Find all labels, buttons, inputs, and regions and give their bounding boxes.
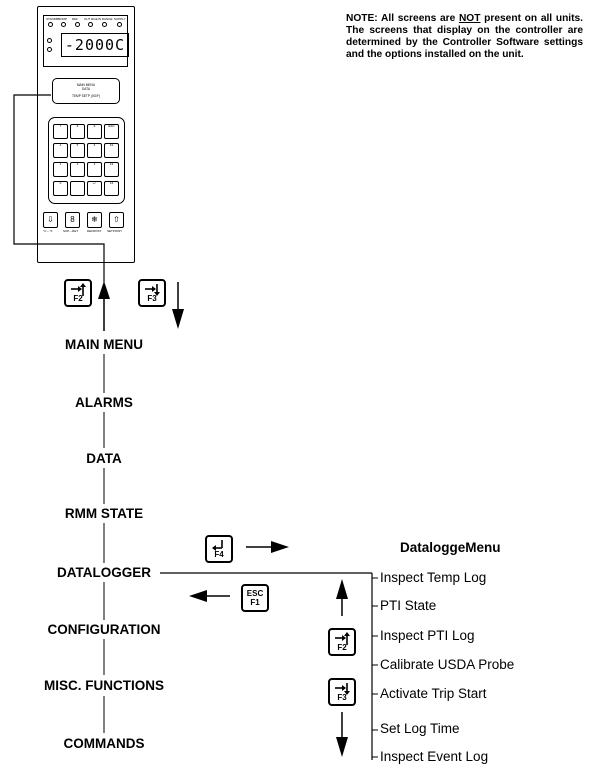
keypad-key[interactable]: 7 (53, 124, 68, 139)
controller-panel: STANDBY COMP DEF OUT RGE IN RANGE SUPPLY… (37, 6, 135, 263)
f2-key-icon[interactable]: F2 (64, 279, 92, 307)
indicator-led (88, 22, 93, 27)
indicator-led (47, 47, 52, 52)
indicator-label: SUPPLY (114, 17, 126, 21)
keypad: 7 8 9 ESC 4 5 6 F2 1 2 3 F3 0 . +/- F4 (48, 117, 125, 204)
f3-key-label: F3 (147, 294, 157, 303)
list-down-arrow-head (336, 737, 348, 757)
up-arrow-head (98, 281, 110, 299)
indicator-led (48, 22, 53, 27)
controller-status-box: STANDBY COMP DEF OUT RGE IN RANGE SUPPLY… (43, 15, 129, 67)
menu-item-configuration[interactable]: CONFIGURATION (47, 622, 161, 637)
indicator-led (75, 22, 80, 27)
indicator-label: OUT RGE (84, 17, 98, 21)
function-key-label: °C↔°F (43, 229, 53, 233)
f4-key-icon[interactable]: F4 (205, 535, 233, 563)
esc-key-icon[interactable]: ESC F1 (241, 584, 269, 612)
keypad-key[interactable]: 4 (53, 143, 68, 158)
keypad-key[interactable]: 2 (70, 162, 85, 177)
esc-key-label: ESC (246, 589, 264, 598)
display-line: TEMP SETP (0G/F) (71, 94, 101, 98)
keypad-key[interactable]: 9 (87, 124, 102, 139)
menu-item-data[interactable]: DATA (86, 451, 122, 466)
f2-key-label: F2 (337, 643, 347, 652)
down-arrow-head (172, 309, 184, 329)
keypad-key[interactable]: 3 (87, 162, 102, 177)
temp-units-key[interactable]: ⇩ (43, 212, 58, 228)
datalogger-item[interactable]: Set Log Time (380, 721, 460, 736)
datalogger-item[interactable]: Calibrate USDA Probe (380, 657, 515, 672)
function-key-label: SUP↔RET (63, 229, 79, 233)
esc-key-sublabel: F1 (250, 598, 260, 607)
indicator-label: STANDBY (46, 17, 60, 21)
menu-item-rmm-state[interactable]: RMM STATE (64, 506, 144, 521)
datalogger-item[interactable]: PTI State (380, 598, 437, 613)
temperature-lcd: -2000C (61, 33, 129, 57)
f3-key-icon[interactable]: F3 (138, 279, 166, 307)
keypad-key[interactable]: 8 (70, 124, 85, 139)
keypad-key[interactable]: 5 (70, 143, 85, 158)
left-arrow-head (189, 590, 207, 602)
setpoint-key[interactable]: ⇧ (109, 212, 124, 228)
note-text: NOTE: All screens are NOT present on all… (346, 13, 583, 61)
list-up-arrow-head (336, 579, 348, 599)
f3-key-label: F3 (337, 693, 347, 702)
note-prefix: NOTE: All screens are (346, 13, 459, 24)
datalogger-item[interactable]: Inspect Temp Log (380, 570, 487, 585)
f4-key-label: F4 (214, 550, 224, 559)
note-suffix: present on all units. The screens that d… (346, 13, 584, 61)
keypad-key[interactable]: F2 (104, 143, 119, 158)
keypad-key[interactable]: 0 (53, 181, 68, 196)
menu-item-main-menu[interactable]: MAIN MENU (65, 337, 143, 352)
datalogger-item[interactable]: Inspect Event Log (380, 749, 489, 764)
menu-item-commands[interactable]: COMMANDS (63, 736, 145, 751)
display-line: DATA (81, 87, 91, 91)
display-connector-line (13, 94, 105, 282)
defrost-key[interactable]: ❄ (87, 212, 102, 228)
indicator-label: COMP (58, 17, 67, 21)
indicator-led (102, 22, 107, 27)
f2-key-icon[interactable]: F2 (328, 628, 356, 656)
keypad-key[interactable]: +/- (87, 181, 102, 196)
function-key-label: SETPOINT (107, 229, 123, 233)
keypad-key[interactable]: . (70, 181, 85, 196)
datalogger-item[interactable]: Activate Trip Start (380, 686, 487, 701)
keypad-key[interactable]: F4 (104, 181, 119, 196)
keypad-key[interactable]: 1 (53, 162, 68, 177)
menu-item-alarms[interactable]: ALARMS (75, 395, 133, 410)
menu-item-misc-functions[interactable]: MISC. FUNCTIONS (44, 678, 164, 693)
indicator-led (47, 38, 52, 43)
f3-key-icon[interactable]: F3 (328, 678, 356, 706)
menu-item-datalogger[interactable]: DATALOGGER (57, 565, 151, 580)
note-emphasis: NOT (458, 13, 481, 24)
indicator-led (117, 22, 122, 27)
message-display: MAIN MENU DATA TEMP SETP (0G/F) (52, 78, 120, 104)
f2-key-label: F2 (73, 294, 83, 303)
keypad-key[interactable]: 6 (87, 143, 102, 158)
indicator-led (61, 22, 66, 27)
display-line: MAIN MENU (76, 83, 96, 87)
function-key-label: DEFROST (87, 229, 102, 233)
datalogger-menu-title: DataloggeMenu (400, 540, 501, 555)
indicator-label: IN RANGE (98, 17, 113, 21)
datalogger-item[interactable]: Inspect PTI Log (380, 628, 475, 643)
keypad-key[interactable]: ESC (104, 124, 119, 139)
indicator-label: DEF (72, 17, 78, 21)
right-arrow-head (271, 541, 289, 553)
keypad-key[interactable]: F3 (104, 162, 119, 177)
supply-return-key[interactable]: 8 (65, 212, 80, 228)
